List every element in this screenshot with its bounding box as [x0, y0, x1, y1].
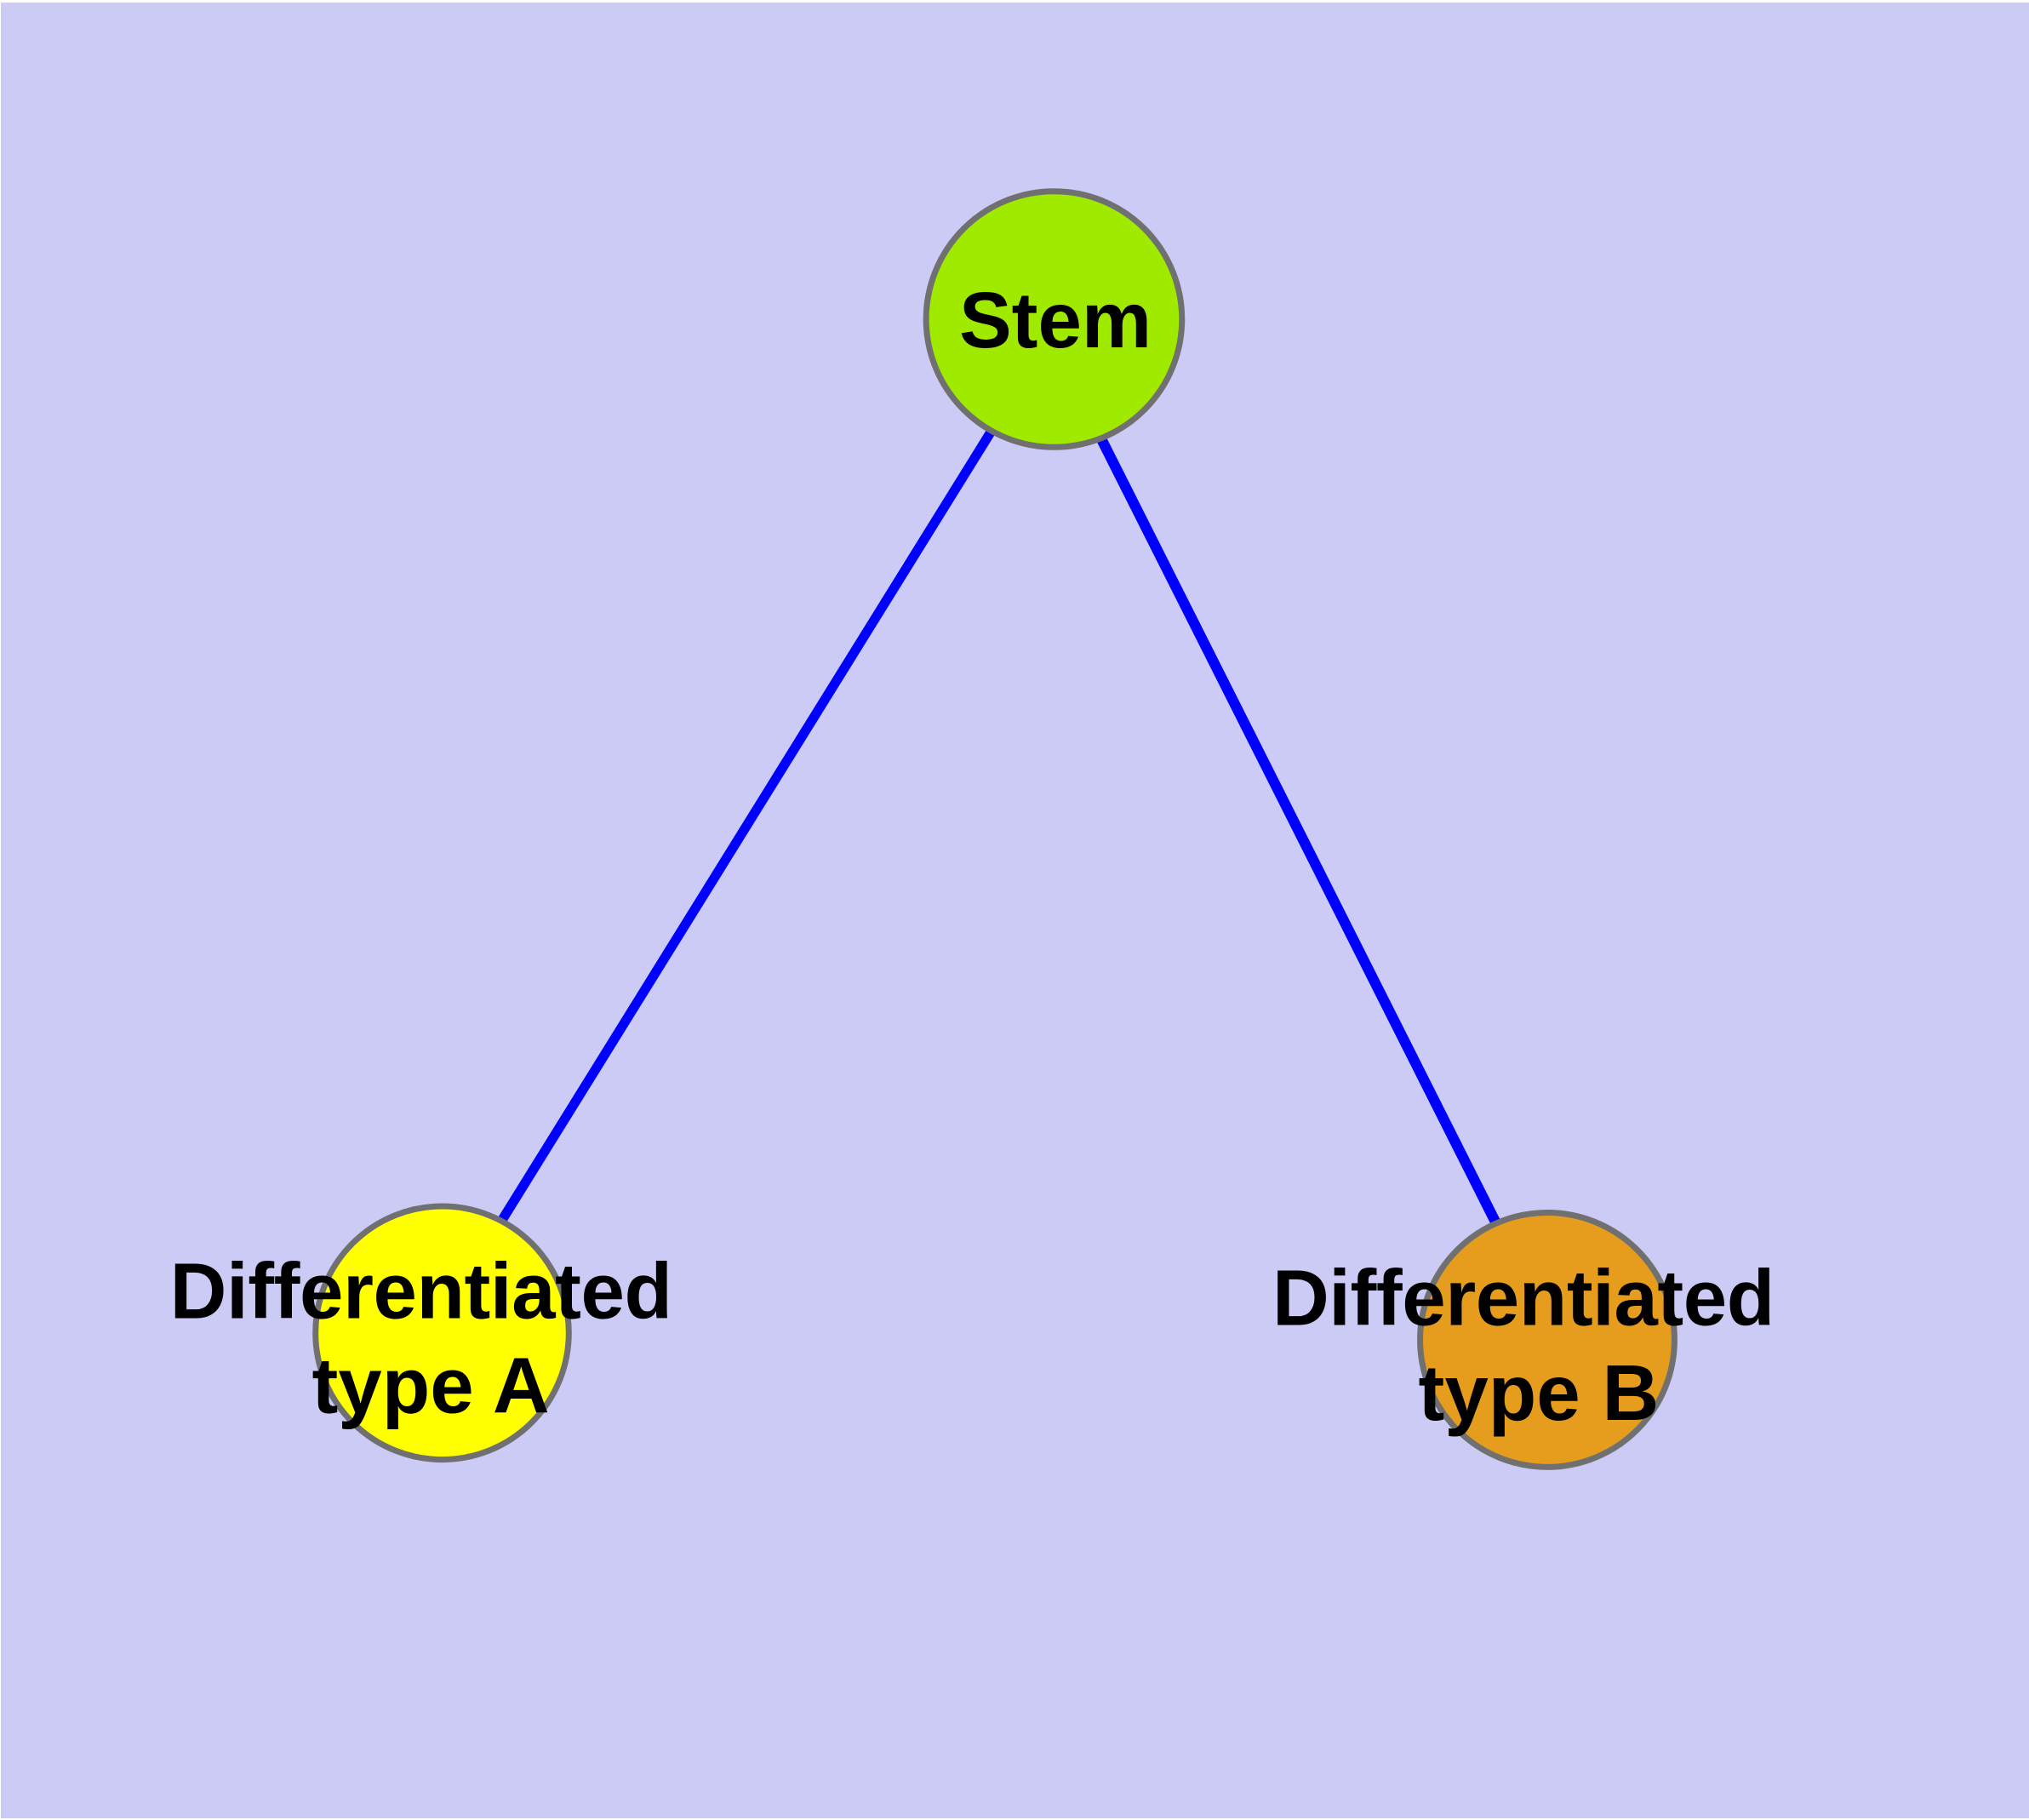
- svg-text:Stem: Stem: [959, 276, 1152, 364]
- svg-text:Differentiated: Differentiated: [170, 1246, 672, 1335]
- svg-text:type B: type B: [1419, 1348, 1660, 1437]
- svg-text:Differentiated: Differentiated: [1272, 1254, 1775, 1342]
- svg-text:type A: type A: [311, 1341, 549, 1429]
